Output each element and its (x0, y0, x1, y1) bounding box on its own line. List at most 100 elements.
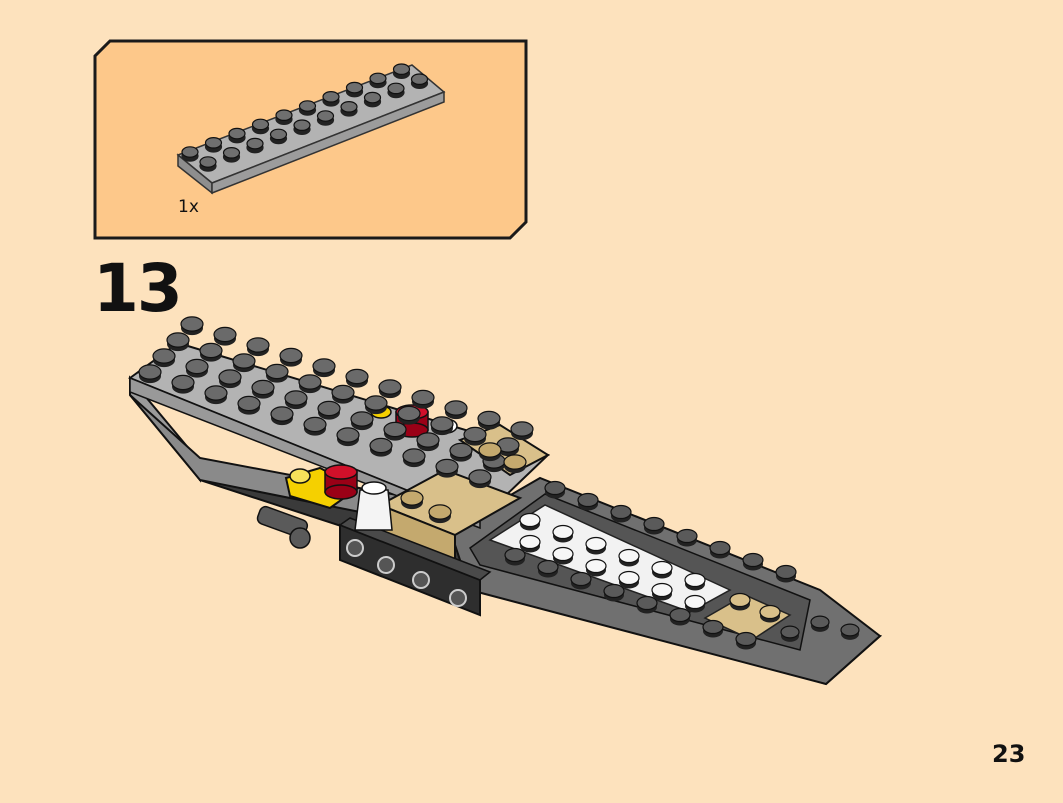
white-stud (519, 512, 541, 531)
top-plate-stud (397, 405, 421, 425)
plate-stud (293, 119, 311, 135)
white-stud (552, 524, 574, 543)
hull-stud (742, 552, 764, 571)
top-plate-stud (477, 410, 501, 430)
page-number: 23 (992, 740, 1026, 768)
top-plate-stud (416, 432, 440, 452)
part-quantity: 1x (178, 197, 199, 217)
white-stud (651, 582, 673, 601)
top-plate-stud (279, 347, 303, 367)
hull-stud (504, 547, 526, 566)
white-cone (354, 481, 393, 531)
white-stud (618, 548, 640, 567)
white-stud (585, 558, 607, 577)
tan-stud (428, 504, 452, 524)
nose-stud (780, 625, 800, 642)
hull-stud (603, 583, 625, 602)
hull-stud (735, 631, 757, 650)
hull-stud (570, 571, 592, 590)
tan-stud (759, 604, 781, 623)
plate-stud (410, 73, 429, 89)
hull-stud (537, 559, 559, 578)
hull-stud (676, 528, 698, 547)
hull-stud (636, 595, 658, 614)
red-round-brick (324, 464, 358, 500)
plate-stud (199, 156, 217, 172)
top-plate-stud (298, 374, 322, 394)
tan-stud (503, 454, 527, 474)
top-plate-stud (246, 337, 270, 357)
hull-stud (577, 492, 599, 511)
plate-stud (363, 91, 382, 108)
top-plate-stud (331, 384, 355, 404)
top-plate-stud (152, 348, 176, 368)
gray-plate-2x10-icon (176, 63, 446, 195)
tan-stud (400, 490, 424, 510)
hull-stud (775, 564, 797, 583)
top-plate-stud (444, 400, 468, 420)
top-plate-stud (317, 400, 341, 420)
step-number: 13 (93, 250, 183, 327)
top-plate-stud (463, 426, 487, 446)
white-stud (684, 572, 706, 591)
top-plate-stud (270, 406, 294, 426)
hull-stud (709, 540, 731, 559)
top-plate-stud (383, 421, 407, 441)
plate-stud (246, 137, 264, 154)
top-plate-stud (430, 416, 454, 436)
top-plate-stud (213, 326, 237, 346)
top-plate-stud (237, 395, 261, 415)
top-plate-stud (232, 353, 256, 373)
plate-stud (181, 146, 199, 162)
plate-stud (204, 137, 223, 153)
top-plate-stud (284, 390, 308, 410)
hull-stud (702, 619, 724, 638)
top-plate-stud (312, 358, 336, 378)
top-plate-stud (364, 395, 388, 415)
top-plate-stud (218, 369, 242, 389)
white-stud (519, 534, 541, 553)
top-plate-stud (166, 332, 190, 352)
plate-stud (387, 82, 405, 99)
tan-stud (478, 442, 502, 462)
top-plate-stud (378, 379, 402, 399)
top-plate-stud (180, 316, 204, 336)
top-plate-stud (402, 448, 426, 468)
top-plate-stud (204, 385, 228, 405)
plate-stud (251, 118, 270, 135)
yellow-stud (289, 468, 311, 484)
plate-stud (269, 128, 288, 145)
plate-stud (369, 72, 387, 89)
plate-stud (228, 127, 246, 144)
plate-stud (345, 81, 364, 98)
technic-brick-top (338, 517, 492, 581)
white-stud (618, 570, 640, 589)
nose-stud (840, 623, 860, 640)
plate-stud (222, 147, 241, 163)
top-plate-stud (336, 427, 360, 447)
top-plate-side (129, 376, 481, 530)
technic-holes (346, 539, 467, 607)
white-stud (651, 560, 673, 579)
hull-stud (544, 480, 566, 499)
plate-stud (340, 101, 358, 117)
plate-stud (316, 110, 335, 126)
top-plate-stud (251, 379, 275, 399)
top-plate-stud (350, 411, 374, 431)
plate-stud (392, 63, 411, 79)
tan-stud (729, 592, 751, 611)
hull-stud (643, 516, 665, 535)
nose-stud (810, 615, 830, 632)
white-stud (552, 546, 574, 565)
top-plate-stud (369, 437, 393, 457)
top-plate-stud (303, 416, 327, 436)
top-plate-stud (265, 363, 289, 383)
top-plate-stud (185, 358, 209, 378)
top-plate-stud (510, 421, 534, 441)
plate-stud (275, 109, 293, 125)
top-plate-stud (345, 368, 369, 388)
gun-barrel (256, 505, 311, 549)
plate-stud (322, 91, 340, 107)
